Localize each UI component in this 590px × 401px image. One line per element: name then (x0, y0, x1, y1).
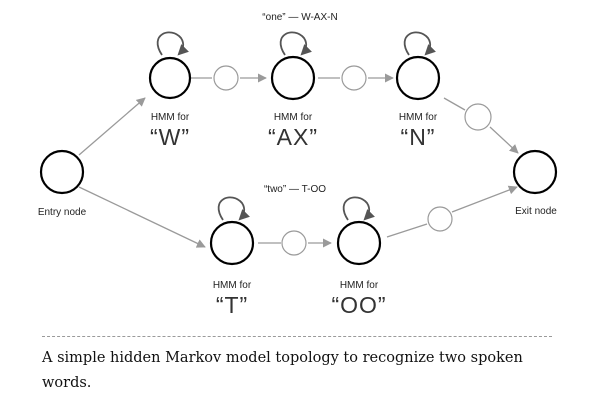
self-loop-oo (342, 196, 375, 221)
edge-n-to-transition-3 (443, 97, 466, 111)
entry-node-label: Entry node (38, 207, 87, 218)
hmm-node-oo (336, 220, 382, 266)
edge-entry-to-w (78, 97, 146, 156)
hmm-label-t: HMM for (213, 280, 252, 291)
caption-divider (42, 336, 552, 337)
phoneme-w: “W” (150, 124, 190, 150)
figure-caption: A simple hidden Markov model topology to… (42, 350, 523, 391)
hmm-label-w: HMM for (151, 112, 190, 123)
hmm-topology-diagram: “one” — W-AX-N “two” — T-OO Entry node E… (38, 12, 558, 318)
phoneme-oo: “OO” (331, 292, 386, 318)
self-loop-ax (279, 31, 312, 56)
phoneme-n: “N” (401, 124, 436, 150)
edge-transition-5-to-exit (451, 185, 518, 213)
self-loop-t (217, 196, 250, 221)
word-one-header: “one” — W-AX-N (262, 12, 337, 23)
hmm-node-n (395, 55, 441, 101)
phoneme-ax: “AX” (268, 124, 318, 150)
edge-oo-to-transition-5 (386, 223, 428, 238)
hmm-label-n: HMM for (399, 112, 438, 123)
self-loop-n (403, 31, 436, 56)
self-loop-w (156, 31, 189, 56)
edge-entry-to-t (78, 186, 206, 248)
hmm-label-oo: HMM for (340, 280, 379, 291)
transition-node-1 (213, 65, 239, 91)
edge-transition-3-to-exit (489, 126, 519, 154)
transition-node-3 (464, 103, 492, 131)
exit-node (512, 149, 558, 195)
entry-node (39, 149, 85, 195)
hmm-node-w (148, 56, 192, 100)
exit-node-label: Exit node (515, 206, 557, 217)
hmm-node-ax (270, 55, 316, 101)
hmm-label-ax: HMM for (274, 112, 313, 123)
transition-node-5 (427, 206, 453, 232)
word-two-header: “two” — T-OO (264, 184, 326, 195)
transition-node-2 (341, 65, 367, 91)
transition-node-4 (281, 230, 307, 256)
hmm-node-t (209, 220, 255, 266)
phoneme-t: “T” (216, 292, 248, 318)
